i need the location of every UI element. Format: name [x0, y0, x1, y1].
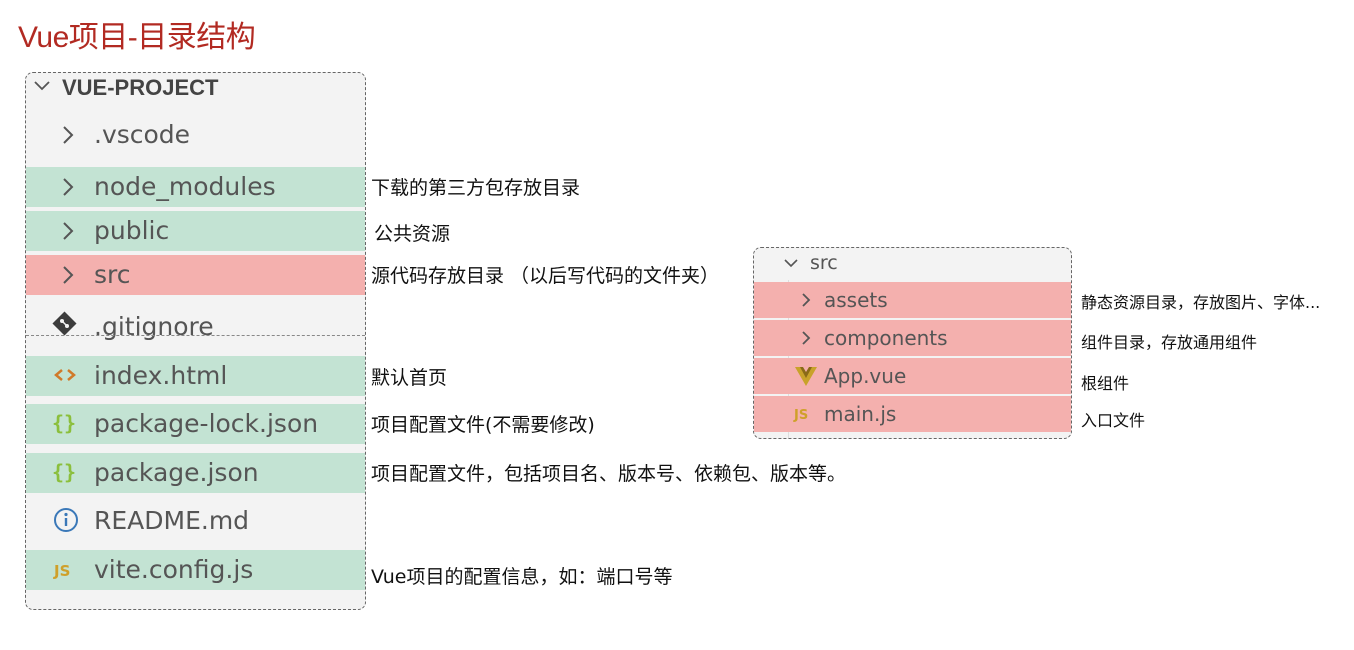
tree-item-vite-config[interactable]: JS vite.config.js: [26, 550, 365, 590]
chevron-right-icon: [63, 266, 74, 284]
tree-item-gitignore[interactable]: .gitignore: [26, 307, 365, 347]
tree-item-readme[interactable]: README.md: [26, 501, 365, 541]
tree-item-node-modules[interactable]: node_modules: [26, 167, 365, 207]
svg-text:JS: JS: [53, 562, 70, 580]
annotation-package-lock: 项目配置文件(不需要修改): [371, 414, 595, 436]
json-icon: {}: [52, 460, 76, 484]
tree-item-label: public: [94, 216, 170, 245]
chevron-right-icon: [63, 222, 74, 240]
tree-item-public[interactable]: public: [26, 211, 365, 251]
tree-item-label: README.md: [94, 506, 250, 535]
git-icon: [52, 311, 77, 336]
annotation-assets: 静态资源目录，存放图片、字体...: [1081, 293, 1321, 312]
annotation-src: 源代码存放目录 （以后写代码的文件夹）: [371, 265, 720, 287]
json-icon: {}: [52, 411, 76, 435]
tree-item-label: vite.config.js: [94, 555, 254, 584]
file-explorer-panel: VUE-PROJECT .vscode node_modules public …: [25, 72, 366, 610]
chevron-right-icon: [802, 331, 811, 345]
chevron-right-icon: [63, 178, 74, 196]
annotation-public: 公共资源: [374, 223, 451, 245]
tree-item-package-lock-json[interactable]: {} package-lock.json: [26, 404, 365, 444]
js-icon: JS: [793, 408, 808, 423]
tree-item-label: package.json: [94, 458, 259, 487]
chevron-down-icon: [34, 81, 50, 91]
src-item-app-vue[interactable]: App.vue: [754, 358, 1071, 394]
src-panel-root-label: src: [810, 252, 838, 274]
tree-item-label: .gitignore: [94, 312, 214, 341]
page-title: Vue项目-目录结构: [18, 21, 256, 54]
src-item-label: main.js: [824, 402, 897, 426]
annotation-index-html: 默认首页: [371, 367, 448, 389]
tree-item-label: package-lock.json: [94, 409, 319, 438]
explorer-root-label: VUE-PROJECT: [62, 75, 219, 100]
svg-text:{}: {}: [52, 460, 76, 484]
tree-item-vscode[interactable]: .vscode: [26, 115, 365, 155]
annotation-components: 组件目录，存放通用组件: [1081, 333, 1258, 352]
src-item-main-js[interactable]: JS main.js: [754, 396, 1071, 432]
src-item-components[interactable]: components: [754, 320, 1071, 356]
divider: [26, 335, 365, 336]
info-icon: [54, 508, 78, 532]
svg-text:JS: JS: [793, 408, 808, 423]
src-item-label: assets: [824, 288, 888, 312]
chevron-right-icon: [63, 126, 74, 144]
vue-icon: [795, 367, 817, 386]
annotation-app-vue: 根组件: [1081, 374, 1130, 393]
js-icon: JS: [53, 562, 70, 580]
annotation-main-js: 入口文件: [1081, 411, 1146, 430]
chevron-down-icon: [784, 259, 798, 268]
annotation-vite-config: Vue项目的配置信息，如：端口号等: [371, 566, 673, 588]
explorer-root-header[interactable]: VUE-PROJECT: [26, 73, 365, 103]
src-item-label: components: [824, 326, 948, 350]
tree-item-label: .vscode: [94, 120, 191, 149]
tree-item-index-html[interactable]: index.html: [26, 356, 365, 396]
chevron-right-icon: [802, 293, 811, 307]
tree-item-package-json[interactable]: {} package.json: [26, 453, 365, 493]
tree-item-label: index.html: [94, 361, 228, 390]
html-icon: [54, 369, 76, 381]
annotation-node-modules: 下载的第三方包存放目录: [371, 177, 581, 199]
src-item-assets[interactable]: assets: [754, 282, 1071, 318]
src-folder-panel: src assets components App.vue JS main.js: [753, 247, 1072, 439]
tree-item-label: src: [94, 260, 131, 289]
src-panel-header[interactable]: src: [754, 248, 1071, 280]
src-item-label: App.vue: [824, 364, 907, 388]
tree-item-label: node_modules: [94, 172, 276, 201]
tree-item-src[interactable]: src: [26, 255, 365, 295]
svg-text:{}: {}: [52, 411, 76, 435]
annotation-package-json: 项目配置文件，包括项目名、版本号、依赖包、版本等。: [371, 463, 847, 485]
